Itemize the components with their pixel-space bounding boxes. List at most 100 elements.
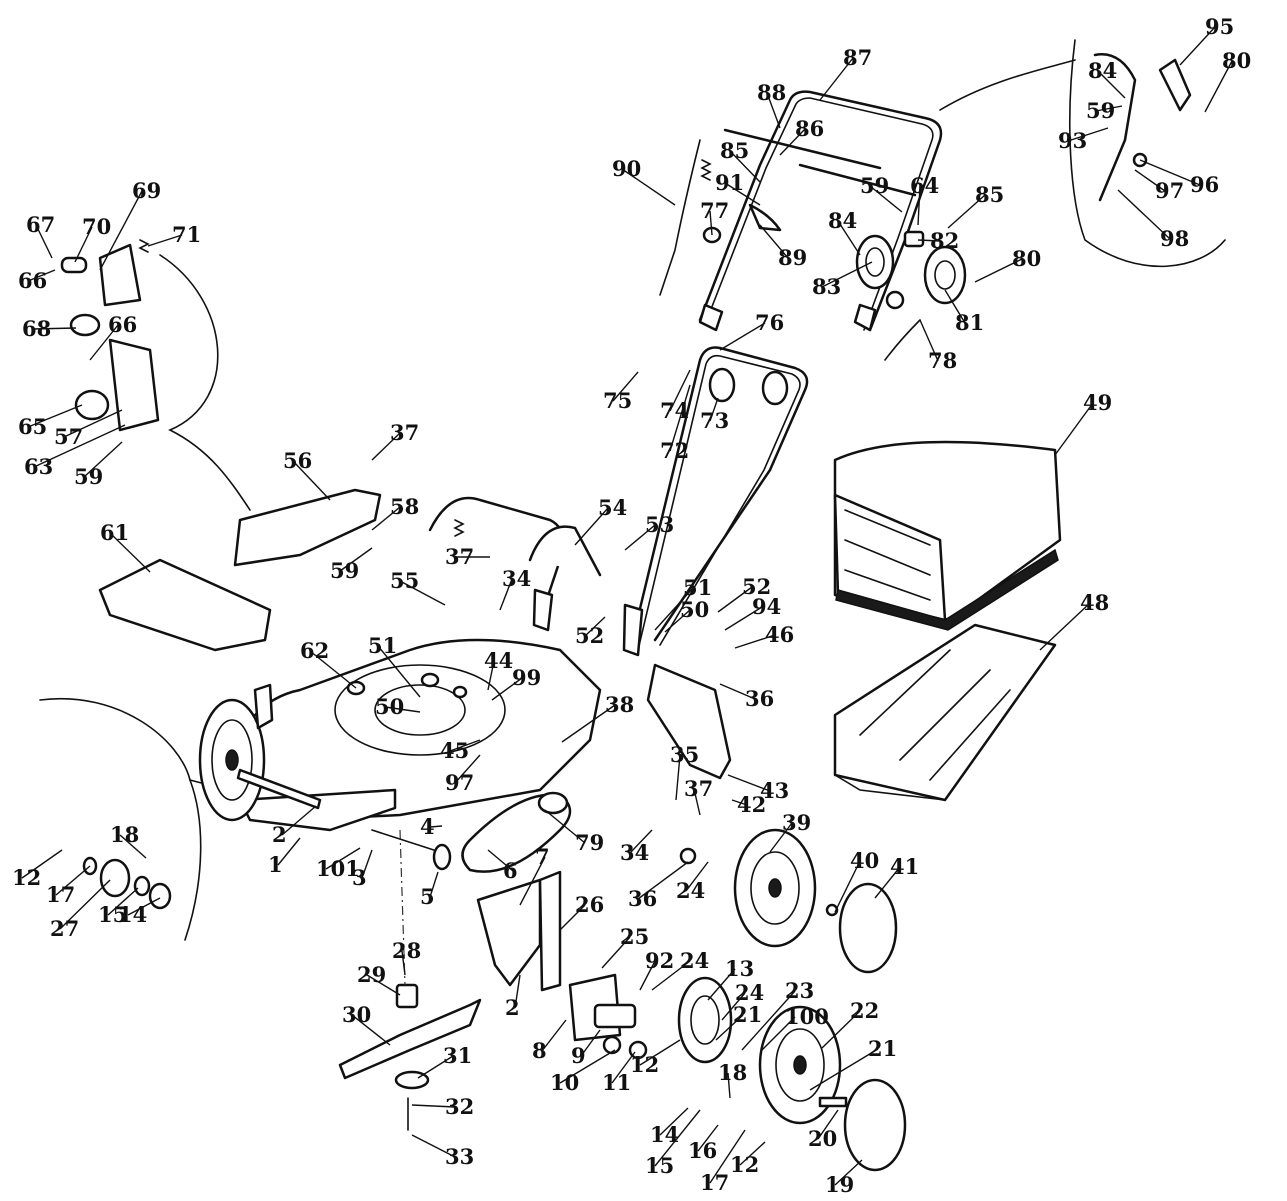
part-number-label: 45 [440, 738, 469, 763]
part-number-label: 98 [1160, 226, 1189, 251]
leader-line [654, 587, 694, 631]
part-number-label: 28 [392, 938, 421, 963]
leader-line [944, 289, 966, 324]
front-wheel [198, 683, 274, 822]
part-number-label: 21 [868, 1036, 897, 1061]
leader-line [639, 1039, 681, 1066]
part-number-label: 37 [684, 776, 713, 801]
leader-line [1097, 70, 1126, 99]
part-number-label: 3 [352, 865, 367, 890]
callout-leaders [21, 26, 1233, 1186]
leader-line [693, 788, 701, 816]
drive-belt [461, 793, 572, 873]
part-number-label: 66 [108, 312, 137, 337]
part-number-label: 80 [1222, 48, 1251, 73]
leader-line [351, 1014, 391, 1046]
part-number-label: 18 [718, 1060, 747, 1085]
leader-line [35, 224, 53, 259]
leader-line [514, 974, 521, 1009]
part-number-label: 46 [765, 622, 794, 647]
part-number-label: 33 [445, 1144, 474, 1169]
part-number-label: 16 [688, 1138, 717, 1163]
part-number-label: 64 [910, 173, 939, 198]
part-number-label: 24 [735, 980, 764, 1005]
part-number-label: 85 [720, 138, 749, 163]
leader-line [277, 837, 301, 866]
part-number-label: 40 [850, 848, 879, 873]
part-number-label: 26 [575, 892, 604, 917]
leader-line [724, 182, 761, 206]
part-number-label: 52 [742, 574, 771, 599]
part-number-label: 15 [645, 1153, 674, 1178]
rear-wheel-left [677, 976, 907, 1172]
middle-handle [622, 346, 809, 657]
leader-line [411, 1104, 456, 1108]
part-number-label: 4 [420, 814, 435, 839]
leader-line [33, 424, 126, 468]
leader-line [611, 1051, 636, 1084]
leader-line [917, 185, 921, 226]
part-number-label: 23 [785, 978, 814, 1003]
part-number-label: 92 [645, 948, 674, 973]
leader-line [719, 322, 766, 351]
part-number-label: 59 [330, 558, 359, 583]
part-number-label: 5 [420, 884, 435, 909]
leader-line [659, 1107, 689, 1136]
leader-line [721, 992, 746, 1021]
part-number-label: 37 [390, 420, 419, 445]
part-number-label: 54 [598, 495, 627, 520]
part-number-label: 84 [828, 208, 857, 233]
leader-line [63, 409, 123, 438]
part-number-label: 97 [445, 770, 474, 795]
leader-line [974, 258, 1023, 283]
leader-line [119, 834, 147, 859]
leader-line [1117, 189, 1171, 240]
part-number-label: 30 [342, 1002, 371, 1027]
part-number-label: 43 [760, 778, 789, 803]
leader-line [559, 904, 586, 931]
leader-line [766, 92, 781, 129]
leader-line [325, 847, 361, 870]
leader-line [709, 397, 719, 422]
part-number-label: 62 [300, 638, 329, 663]
part-number-label: 36 [628, 886, 657, 911]
lower-handle [428, 496, 602, 632]
part-number-label: 24 [680, 948, 709, 973]
grass-bag [833, 440, 1062, 631]
leader-line [1054, 402, 1094, 456]
leader-line [107, 887, 139, 916]
part-number-label: 56 [283, 448, 312, 473]
part-number-label: 50 [375, 694, 404, 719]
leader-line [561, 704, 616, 743]
cable-78 [884, 319, 921, 361]
part-number-label: 70 [82, 214, 111, 239]
part-number-label: 93 [1058, 128, 1087, 153]
leader-line [1067, 127, 1109, 142]
leader-line [411, 1134, 456, 1158]
part-number-label: 78 [928, 348, 957, 373]
leader-line [55, 865, 91, 896]
leader-line [664, 609, 691, 633]
part-number-label: 51 [368, 633, 397, 658]
part-number-label: 24 [676, 878, 705, 903]
part-number-label: 58 [390, 494, 419, 519]
left-inset-parts [60, 239, 160, 432]
leader-line [651, 960, 691, 991]
leader-line [739, 1141, 766, 1166]
leader-line [697, 1124, 719, 1152]
leader-line [621, 168, 676, 206]
part-number-label: 99 [512, 665, 541, 690]
part-number-label: 82 [930, 228, 959, 253]
part-number-label: 59 [74, 464, 103, 489]
part-number-label: 19 [825, 1172, 854, 1197]
leader-line [727, 774, 771, 792]
leader-line [734, 634, 776, 649]
part-number-label: 34 [620, 840, 649, 865]
part-number-label: 95 [1205, 14, 1234, 39]
part-number-label: 9 [571, 1043, 586, 1068]
part-number-label: 55 [390, 568, 419, 593]
part-number-label: 91 [715, 170, 744, 195]
leader-line [834, 860, 861, 913]
